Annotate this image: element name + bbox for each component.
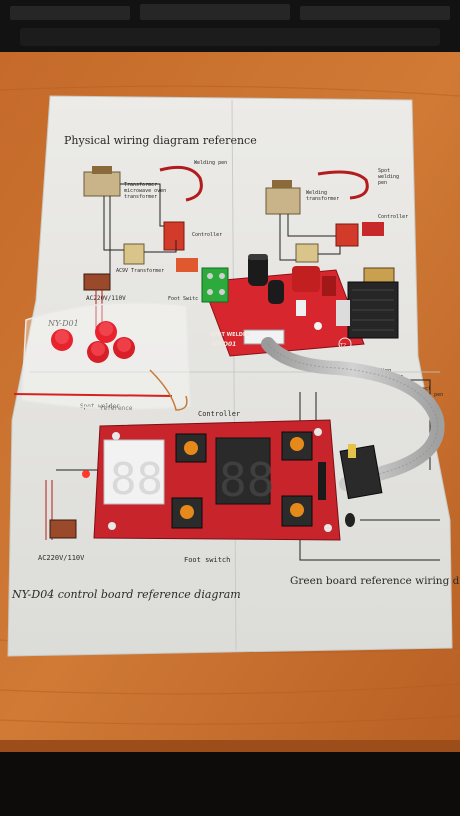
connector-tab xyxy=(348,444,356,458)
thyristor xyxy=(336,300,350,326)
sheet-title-bottom-left: NY-D04 control board reference diagram xyxy=(11,588,241,601)
status-led xyxy=(82,470,90,478)
label-welding-pen: Welding pen xyxy=(194,160,227,166)
display-left-digits: 88 xyxy=(110,454,163,505)
welding-pen-cable-right xyxy=(317,170,369,200)
diagram-right: Welding transformer Spot welding pen Con… xyxy=(265,168,408,283)
display-left xyxy=(103,439,165,505)
label-welding-transformer-right2: transformer xyxy=(306,196,339,202)
terminal-block-bottom xyxy=(49,519,77,539)
main-board-silkscreen-1: SPOT WELDER xyxy=(210,332,250,338)
welding-pen-cable-left xyxy=(159,165,203,202)
copper-wire xyxy=(149,369,188,411)
keyboard-keys xyxy=(10,4,450,46)
label-ac9v-transformer: AC9V Transformer xyxy=(116,268,164,274)
film-capacitor xyxy=(292,266,320,292)
label-ac-top: AC220V/110V xyxy=(86,295,126,302)
label-spot-right-1: Spot xyxy=(378,168,390,174)
floor-shadow xyxy=(0,752,460,816)
terminal-block-left xyxy=(83,273,111,291)
potentiometer xyxy=(345,513,355,527)
tact-button-bottom-right[interactable] xyxy=(281,495,313,527)
controller-right-image xyxy=(335,223,359,247)
pin-header xyxy=(318,462,326,500)
controller-left-image xyxy=(163,221,185,251)
label-foot-switch-top: Foot Switc xyxy=(168,296,198,302)
ny-d04-control-board: 88 88 xyxy=(82,419,341,541)
main-board-badge-circle xyxy=(338,337,352,351)
main-spot-welder-board: SPOT WELDER NY-D01 T2 xyxy=(201,254,399,357)
bag-zip-seal xyxy=(13,393,173,397)
transformer-right-image xyxy=(265,187,301,215)
sheet-title-top: Physical wiring diagram reference xyxy=(64,134,257,147)
tact-button-top-left[interactable] xyxy=(175,433,207,463)
label-spot-right-2: welding xyxy=(378,174,399,180)
label-transformer-left-sub2: transformer xyxy=(124,194,157,200)
red-button-caps xyxy=(51,321,135,363)
ac9v-transformer-image xyxy=(123,243,145,265)
diagram-left: Transformer microwave oven transformer W… xyxy=(47,160,227,330)
transformer-left-image xyxy=(83,171,121,197)
display-right-digits: 88 xyxy=(219,453,274,507)
electrolytic-capacitor-small xyxy=(268,280,284,304)
label-ac-bottom: AC220V/110V xyxy=(38,554,85,562)
main-board-silkscreen-2: NY-D01 xyxy=(212,341,236,348)
label-transformer-left: Transformer xyxy=(124,182,157,188)
label-spot-right-3: pen xyxy=(378,180,387,186)
electrolytic-capacitor-large xyxy=(248,254,268,286)
label-transformer-left-sub: microwave oven xyxy=(124,188,166,194)
label-foot-switch-bottom: Foot switch xyxy=(184,556,230,564)
green-terminal-block xyxy=(201,267,229,303)
label-spot-welder-bottom: Spot welder xyxy=(80,403,120,410)
label-controller-left: Controller xyxy=(192,232,222,238)
tact-button-top-right[interactable] xyxy=(281,431,313,461)
bag-text: reference xyxy=(100,405,133,412)
display-right xyxy=(215,437,271,505)
tact-button-bottom-left[interactable] xyxy=(171,497,203,529)
ribbon-connector-plug xyxy=(339,444,383,500)
label-controller-right: Controller xyxy=(378,214,408,220)
main-board-badge: T2 xyxy=(339,343,346,349)
label-controller-bottom: Controller xyxy=(198,410,240,418)
sheet-title-bottom-right: Green board reference wiring diag xyxy=(290,575,460,587)
table-edge xyxy=(0,740,460,752)
display-right-image xyxy=(362,222,384,236)
small-board-left xyxy=(176,258,198,272)
label-ny-d01: NY-D01 xyxy=(47,319,79,328)
label-welding-transformer-right: Welding xyxy=(306,190,327,196)
